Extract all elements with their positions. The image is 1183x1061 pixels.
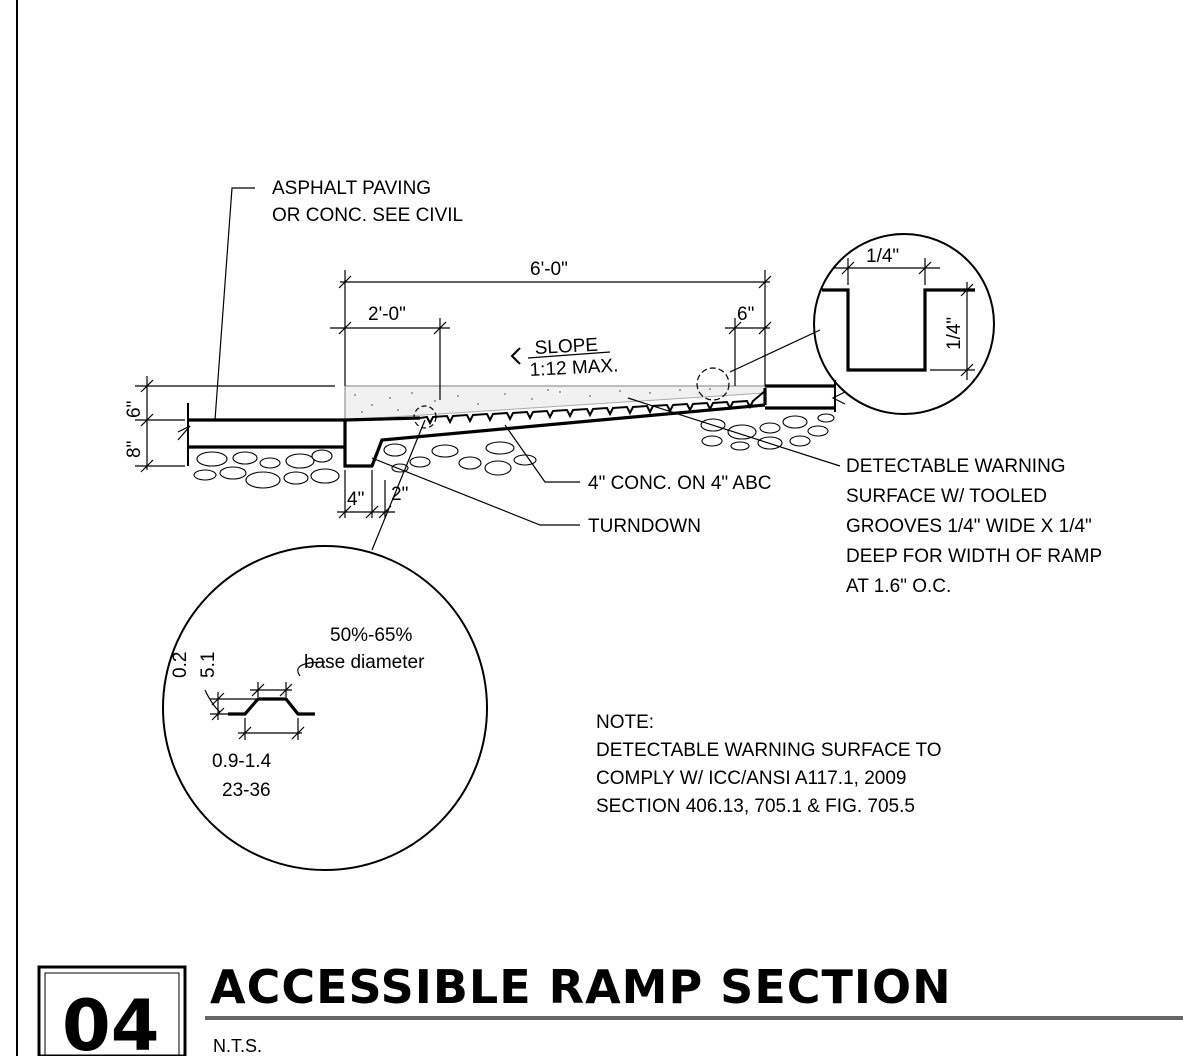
groove-detail: 1/4" 1/4" xyxy=(813,233,995,415)
drawing-title: ACCESSIBLE RAMP SECTION xyxy=(210,960,952,1014)
dome-top-2: base diameter xyxy=(304,652,425,673)
groove-callout-circle xyxy=(696,367,730,401)
label-asphalt-1: ASPHALT PAVING xyxy=(272,178,431,199)
dome-base-2: 23-36 xyxy=(222,780,271,801)
ramp-slab xyxy=(343,388,767,468)
note-line-3: SECTION 406.13, 705.1 & FIG. 705.5 xyxy=(596,796,915,817)
dome-top-1: 50%-65% xyxy=(330,625,412,646)
note-line-2: COMPLY W/ ICC/ANSI A117.1, 2009 xyxy=(596,768,906,789)
leaders xyxy=(214,187,841,551)
dim-lower: 8" xyxy=(124,441,145,458)
label-dws-1: DETECTABLE WARNING xyxy=(846,456,1066,477)
label-dws-3: GROOVES 1/4" WIDE X 1/4" xyxy=(846,516,1092,537)
groove-depth-label: 1/4" xyxy=(944,317,965,350)
groove-width-label: 1/4" xyxy=(866,246,899,267)
label-dws-5: AT 1.6" O.C. xyxy=(846,576,951,597)
callout-labels: ASPHALT PAVING OR CONC. SEE CIVIL 4" CON… xyxy=(272,178,1102,597)
general-note: NOTE: DETECTABLE WARNING SURFACE TO COMP… xyxy=(596,712,942,817)
dim-turndown-w: 4" xyxy=(347,489,364,510)
slope-label: SLOPE xyxy=(534,335,598,359)
label-turndown: TURNDOWN xyxy=(588,516,701,537)
dome-callout-circle xyxy=(413,405,437,429)
dim-left: 2'-0" xyxy=(368,304,406,325)
dimension-lines xyxy=(135,270,772,519)
dome-base-1: 0.9-1.4 xyxy=(212,751,272,772)
groove-surface xyxy=(419,390,766,426)
dim-right: 6" xyxy=(737,304,754,325)
gravel-base xyxy=(193,413,835,489)
detail-number: 04 xyxy=(62,985,159,1056)
slope-indicator: SLOPE 1:12 MAX. xyxy=(510,335,619,381)
sidewalk-right xyxy=(765,380,846,412)
slope-ratio: 1:12 MAX. xyxy=(529,355,619,381)
concrete-speckles xyxy=(354,388,711,413)
dimension-text: 6'-0" 2'-0" 6" 6" 8" 4" 2" xyxy=(124,259,754,510)
dim-upper: 6" xyxy=(124,401,145,418)
title-block: 04 ACCESSIBLE RAMP SECTION N.T.S. xyxy=(37,960,1183,1061)
label-asphalt-2: OR CONC. SEE CIVIL xyxy=(272,205,463,226)
scale-label: N.T.S. xyxy=(213,1036,262,1056)
label-conc: 4" CONC. ON 4" ABC xyxy=(588,473,771,494)
note-line-1: DETECTABLE WARNING SURFACE TO xyxy=(596,740,942,761)
label-dws-4: DEEP FOR WIDTH OF RAMP xyxy=(846,546,1102,567)
dim-overall: 6'-0" xyxy=(530,259,568,280)
label-dws-2: SURFACE W/ TOOLED xyxy=(846,486,1047,507)
ramp-section xyxy=(177,367,846,489)
note-heading: NOTE: xyxy=(596,712,654,733)
dim-turndown-t: 2" xyxy=(391,484,408,505)
dome-height-2: 5.1 xyxy=(198,652,219,678)
dome-detail: 50%-65% base diameter 0.2 5.1 0.9-1.4 23… xyxy=(162,545,488,871)
dome-height-1: 0.2 xyxy=(170,652,191,678)
asphalt-left xyxy=(177,403,345,466)
